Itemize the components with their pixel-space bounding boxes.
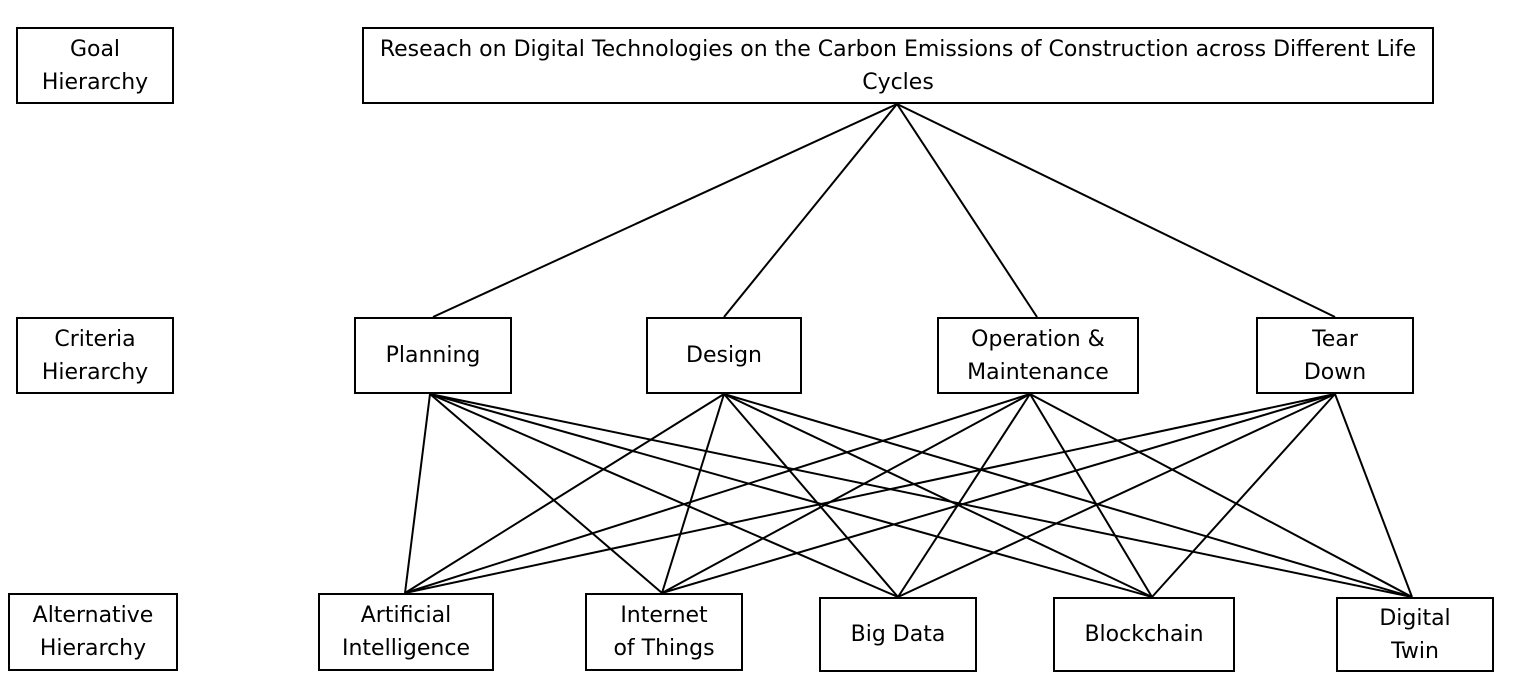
goal-text: Reseach on Digital Technologies on the C…: [379, 36, 1417, 95]
operation-maintenance-to-big-data-line: [897, 393, 1031, 598]
alternative-artificial-intelligence: Artificial Intelligence: [318, 593, 494, 671]
tear-down-to-digital-twin-line: [1334, 393, 1413, 598]
operation-maintenance-to-artificial-intelligence-line: [404, 393, 1031, 594]
planning-to-internet-of-things-line: [429, 393, 663, 594]
alternative-label: Blockchain: [1084, 622, 1204, 647]
design-to-big-data-line: [723, 393, 899, 598]
alternative-big-data: Big Data: [819, 597, 977, 672]
criterion-label: Operation & Maintenance: [967, 326, 1109, 385]
alternative-hierarchy-label: Alternative Hierarchy: [8, 593, 178, 671]
alternative-hierarchy-text: Alternative Hierarchy: [32, 603, 154, 661]
goal-node: Reseach on Digital Technologies on the C…: [362, 27, 1434, 104]
planning-to-artificial-intelligence-line: [404, 393, 431, 594]
goal-to-planning-line: [432, 103, 898, 318]
design-to-blockchain-line: [723, 393, 1153, 598]
operation-maintenance-to-blockchain-line: [1029, 393, 1153, 598]
criterion-planning: Planning: [354, 317, 512, 394]
design-to-internet-of-things-line: [661, 393, 725, 594]
goal-to-design-line: [723, 103, 898, 318]
alternative-label: Internet of Things: [613, 603, 715, 661]
alternative-digital-twin: Digital Twin: [1336, 597, 1494, 672]
tear-down-to-artificial-intelligence-line: [404, 393, 1336, 594]
planning-to-big-data-line: [429, 393, 899, 598]
alternative-internet-of-things: Internet of Things: [585, 593, 743, 671]
tear-down-to-big-data-line: [897, 393, 1336, 598]
alternative-label: Big Data: [850, 622, 946, 647]
criterion-operation-maintenance: Operation & Maintenance: [937, 317, 1139, 394]
alternative-label: Artificial Intelligence: [341, 603, 470, 661]
criterion-design: Design: [646, 317, 802, 394]
criterion-label: Planning: [385, 343, 481, 368]
goal-to-operation-maintenance-line: [896, 103, 1038, 318]
planning-to-digital-twin-line: [429, 393, 1413, 598]
criteria-hierarchy-label: Criteria Hierarchy: [16, 317, 174, 394]
tear-down-to-blockchain-line: [1151, 393, 1336, 598]
operation-maintenance-to-internet-of-things-line: [661, 393, 1031, 594]
criterion-label: Tear Down: [1303, 326, 1367, 385]
goal-to-tear-down-line: [896, 103, 1336, 318]
goal-hierarchy-label: Goal Hierarchy: [16, 27, 174, 104]
design-to-digital-twin-line: [723, 393, 1413, 598]
criterion-tear-down: Tear Down: [1256, 317, 1414, 394]
criterion-label: Design: [686, 343, 762, 368]
design-to-artificial-intelligence-line: [404, 393, 725, 594]
goal-hierarchy-text: Goal Hierarchy: [41, 36, 149, 95]
tear-down-to-internet-of-things-line: [661, 393, 1336, 594]
alternative-label: Digital Twin: [1379, 605, 1451, 664]
operation-maintenance-to-digital-twin-line: [1029, 393, 1413, 598]
alternative-blockchain: Blockchain: [1053, 597, 1235, 672]
criteria-hierarchy-text: Criteria Hierarchy: [41, 326, 149, 385]
planning-to-blockchain-line: [429, 393, 1153, 598]
